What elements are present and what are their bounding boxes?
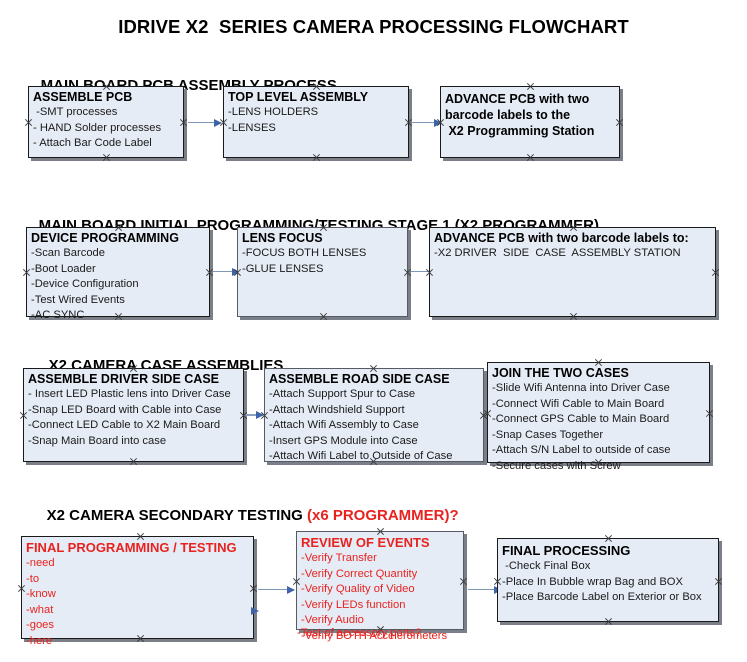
connection-handle-bottom[interactable] <box>319 312 328 321</box>
node-line: -Snap Cases Together <box>492 428 604 441</box>
node-line-overflow: -Test of accessory ports? <box>297 627 422 639</box>
connection-handle-left[interactable] <box>22 268 31 277</box>
node-line: -Attach Windshield Support <box>269 403 405 416</box>
node-line: -what <box>26 603 54 616</box>
node-assemble-road-side-case[interactable]: ASSEMBLE ROAD SIDE CASE -Attach Support … <box>264 368 484 462</box>
node-line: -Attach Wifi Assembly to Case <box>269 419 419 431</box>
node-title: ADVANCE PCB with two barcode labels to: <box>434 231 689 245</box>
node-line: -Connect LED Cable to X2 Main Board <box>28 419 221 431</box>
node-title: REVIEW OF EVENTS <box>301 535 430 550</box>
node-line: -Verify Audio <box>301 614 364 626</box>
node-line: -Connect Wifi Cable to Main Board <box>492 397 665 410</box>
node-line: - HAND Solder processes <box>33 121 162 134</box>
connection-handle-bottom[interactable] <box>102 153 111 162</box>
node-title: FINAL PROGRAMMING / TESTING <box>26 540 237 555</box>
node-line: -Verify LEDs function <box>301 598 406 611</box>
node-line: -Snap Main Board into case <box>28 434 167 447</box>
node-final-programming-testing[interactable]: FINAL PROGRAMMING / TESTING -need -to -k… <box>21 536 254 647</box>
node-line: -Check Final Box <box>502 560 591 572</box>
node-line: -to <box>26 572 40 585</box>
section-heading-4: X2 CAMERA SECONDARY TESTING (x6 PROGRAMM… <box>30 490 459 541</box>
arrow-assemble-pcb-to-top-level <box>188 118 222 127</box>
node-line: -Attach Support Spur to Case <box>269 388 416 400</box>
section-heading-4-accent: (x6 PROGRAMMER)? <box>306 507 459 524</box>
node-line: -SMT processes <box>33 106 118 118</box>
node-title: JOIN THE TWO CASES <box>492 366 629 380</box>
node-line: -Slide Wifi Antenna into Driver Case <box>492 382 670 394</box>
node-join-the-two-cases[interactable]: JOIN THE TWO CASES -Slide Wifi Antenna i… <box>487 362 710 472</box>
node-top-level-assembly[interactable]: TOP LEVEL ASSEMBLY -LENS HOLDERS -LENSES <box>223 86 409 158</box>
node-advance-pcb-driver-side-station[interactable]: ADVANCE PCB with two barcode labels to: … <box>429 227 716 317</box>
node-line: -Boot Loader <box>31 262 96 275</box>
node-advance-pcb-programming-station[interactable]: ADVANCE PCB with two barcode labels to t… <box>440 86 620 158</box>
connection-handle-left[interactable] <box>483 409 492 418</box>
page-title: IDRIVE X2 SERIES CAMERA PROCESSING FLOWC… <box>118 16 629 37</box>
node-line: -Verify BOTH Accelerometers <box>301 629 448 642</box>
node-title: LENS FOCUS <box>242 231 323 245</box>
node-review-of-events[interactable]: REVIEW OF EVENTS -Verify Transfer -Verif… <box>296 531 464 642</box>
node-line: -Verify Transfer <box>301 552 377 564</box>
connection-handle-bottom[interactable] <box>526 153 535 162</box>
node-line: -goes <box>26 619 54 631</box>
node-line: - Attach Bar Code Label <box>33 137 152 149</box>
node-title: ASSEMBLE PCB <box>33 90 133 104</box>
section-heading-4-text: X2 CAMERA SECONDARY TESTING <box>46 507 307 524</box>
node-line: -Snap LED Board with Cable into Case <box>28 403 222 416</box>
node-title: ASSEMBLE DRIVER SIDE CASE <box>28 372 220 386</box>
arrow-top-level-to-advance-pcb <box>412 118 442 127</box>
arrow-device-programming-to-lens-focus <box>213 267 240 276</box>
node-line: -Attach Wifi Label to Outside of Case <box>269 450 453 462</box>
node-line: -Secure cases with Screw <box>492 459 621 472</box>
node-line: -Place Barcode Label on Exterior or Box <box>502 591 702 603</box>
arrow-final-programming-to-review <box>258 585 295 594</box>
node-line: -LENSES <box>228 121 276 134</box>
connection-handle-top[interactable] <box>526 82 535 91</box>
node-device-programming[interactable]: DEVICE PROGRAMMING -Scan Barcode -Boot L… <box>26 227 210 321</box>
node-title: ASSEMBLE ROAD SIDE CASE <box>269 372 450 386</box>
connection-handle-right[interactable] <box>711 268 720 277</box>
connection-handle-bottom[interactable] <box>569 312 578 321</box>
node-line: -Scan Barcode <box>31 247 106 259</box>
node-assemble-pcb[interactable]: ASSEMBLE PCB -SMT processes - HAND Solde… <box>28 86 184 158</box>
connection-handle-left[interactable] <box>17 584 26 593</box>
node-line: -Verify Quality of Video <box>301 583 415 595</box>
node-title: TOP LEVEL ASSEMBLY <box>228 90 369 104</box>
node-line: -Device Configuration <box>31 278 139 290</box>
node-line: -here <box>26 634 53 647</box>
node-line: -GLUE LENSES <box>242 262 324 275</box>
node-title: FINAL PROCESSING <box>502 543 631 558</box>
node-line: -AC SYNC <box>31 309 85 321</box>
node-line: -Test Wired Events <box>31 293 125 306</box>
node-line: -Connect GPS Cable to Main Board <box>492 413 670 425</box>
node-line: -Attach S/N Label to outside of case <box>492 444 671 456</box>
arrow-driver-case-to-road-case <box>246 411 264 419</box>
connection-handle-left[interactable] <box>425 268 434 277</box>
node-line: -Place In Bubble wrap Bag and BOX <box>502 575 683 588</box>
node-line: -Verify Correct Quantity <box>301 567 418 580</box>
connection-handle-bottom[interactable] <box>604 617 613 626</box>
node-line: -Insert GPS Module into Case <box>269 434 418 447</box>
node-line: -FOCUS BOTH LENSES <box>242 247 367 259</box>
node-title: DEVICE PROGRAMMING <box>31 231 179 245</box>
node-line: -know <box>26 588 56 600</box>
connection-handle-bottom[interactable] <box>312 153 321 162</box>
node-line: -LENS HOLDERS <box>228 106 319 118</box>
node-final-processing[interactable]: FINAL PROCESSING -Check Final Box -Place… <box>497 538 719 622</box>
connection-handle-bottom[interactable] <box>129 457 138 466</box>
connection-handle-left[interactable] <box>19 411 28 420</box>
node-title-line2: barcode labels to the <box>445 108 571 122</box>
node-title: ADVANCE PCB with two <box>445 92 590 106</box>
node-line: - Insert LED Plastic lens into Driver Ca… <box>28 388 231 400</box>
node-assemble-driver-side-case[interactable]: ASSEMBLE DRIVER SIDE CASE - Insert LED P… <box>23 368 244 462</box>
node-line: -X2 DRIVER SIDE CASE ASSEMBLY STATION <box>434 247 681 259</box>
node-title-line3: X2 Programming Station <box>445 124 595 138</box>
node-line: -need <box>26 557 55 569</box>
node-lens-focus[interactable]: LENS FOCUS -FOCUS BOTH LENSES -GLUE LENS… <box>237 227 408 317</box>
connection-handle-left[interactable] <box>24 118 33 127</box>
